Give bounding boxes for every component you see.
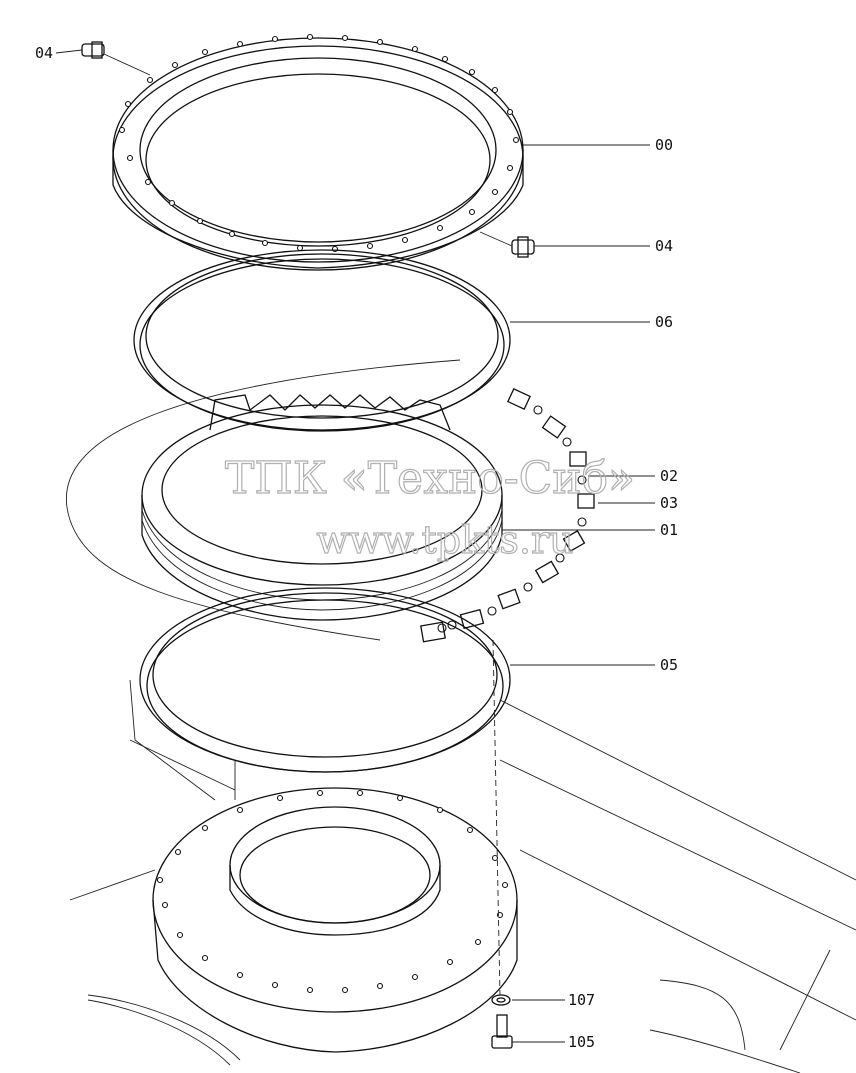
watermark-line2: www.tpkts.ru [316, 518, 573, 562]
washer-icon [491, 994, 511, 1006]
watermark-line1: ТПК «Техно-Сиб» [225, 453, 635, 504]
frame-structure [65, 359, 856, 1073]
bolt-axis-line [492, 639, 501, 996]
seal-ring-05 [139, 587, 511, 773]
leader-lines [55, 49, 655, 1043]
inner-ring-01 [141, 394, 503, 621]
bolt-icon [491, 1014, 513, 1049]
callout-06: 06 [655, 313, 673, 331]
callout-03: 03 [660, 494, 678, 512]
roller-set-02-03 [420, 387, 595, 643]
outer-ring-00 [112, 33, 524, 271]
callout-02: 02 [660, 467, 678, 485]
grease-fitting-top-icon [81, 41, 151, 76]
grease-fitting-right-icon [479, 231, 535, 258]
seal-ring-06 [133, 249, 511, 432]
bolt-holes-top [118, 33, 520, 253]
callout-05: 05 [660, 656, 678, 674]
base-flange [152, 787, 518, 1053]
callout-01: 01 [660, 521, 678, 539]
bolt-holes-base [156, 789, 509, 994]
callout-107: 107 [568, 991, 595, 1009]
callout-04-right: 04 [655, 237, 673, 255]
callout-00: 00 [655, 136, 673, 154]
callout-04-top: 04 [35, 44, 53, 62]
callout-105: 105 [568, 1033, 595, 1051]
